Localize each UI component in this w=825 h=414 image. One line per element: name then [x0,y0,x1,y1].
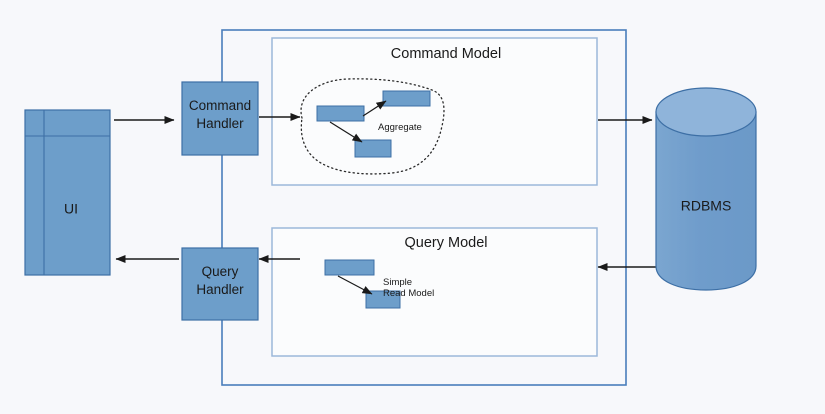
node-command-handler-label-line1: Command [189,98,251,113]
node-command-handler-label-line2: Handler [196,116,244,131]
node-ui[interactable]: UI [24,109,111,276]
container-query-model [271,227,598,357]
aggregate-label: Aggregate [378,122,422,133]
aggregate-box-bottom[interactable] [354,139,392,158]
aggregate-box-left[interactable] [316,105,365,122]
node-query-handler[interactable]: Query Handler [181,247,259,321]
aggregate-edge-left-to-bottom [329,121,363,143]
read-model-edge [337,275,373,295]
node-ui-label: UI [64,201,78,217]
container-command-model-title: Command Model [391,46,501,62]
aggregate-edge-left-to-top [362,100,387,117]
simple-read-model-label-line1: Simple [383,277,412,288]
node-rdbms-label: RDBMS [681,198,732,214]
node-rdbms[interactable]: RDBMS [655,87,757,291]
read-model-box-top[interactable] [324,259,375,276]
node-query-handler-label-line2: Handler [196,282,244,297]
read-model-box-bottom[interactable] [365,290,401,309]
aggregate-cluster [300,78,445,175]
container-outer [221,29,627,386]
simple-read-model-label-line2: Read Model [383,288,434,299]
container-query-model-title: Query Model [404,235,487,251]
aggregate-box-top[interactable] [382,90,431,107]
node-command-handler[interactable]: Command Handler [181,81,259,156]
node-query-handler-label-line1: Query [202,264,239,279]
